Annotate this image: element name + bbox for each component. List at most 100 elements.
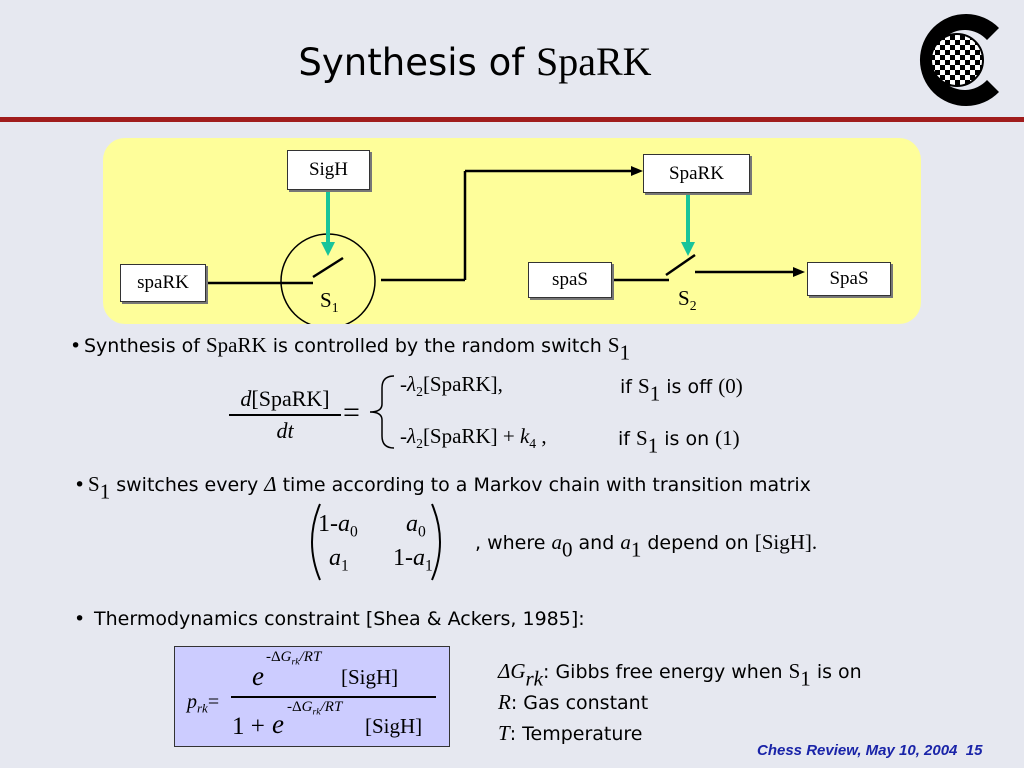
bullet-thermo: •Thermodynamics constraint [Shea & Acker… xyxy=(74,608,585,630)
matrix-cell-01: a0 xyxy=(406,511,426,541)
spark-protein-box: SpaRK xyxy=(643,154,750,193)
diagram-wiring xyxy=(204,166,805,324)
b2-s-sub: 1 xyxy=(99,479,111,504)
num-d: d xyxy=(240,386,252,411)
m01-v: a xyxy=(406,511,418,537)
matrix-where-clause: , where a0 and a1 depend on [SigH]. xyxy=(475,530,818,560)
c2-k: k xyxy=(519,424,530,448)
p-letter: p xyxy=(187,691,197,713)
bullet-dot: • xyxy=(70,335,82,357)
c2-minus: - xyxy=(400,424,407,448)
where-a: , where xyxy=(475,532,552,554)
where-sigh: [SigH]. xyxy=(754,530,818,554)
b1-s-sub: 1 xyxy=(619,340,631,365)
c2-sub: 2 xyxy=(416,435,423,451)
where-a0-sub: 0 xyxy=(561,537,573,562)
bullet-synthesis: •Synthesis of SpaRK is controlled by the… xyxy=(70,333,630,363)
m11-sub: 1 xyxy=(425,557,433,575)
page-title: Synthesis of SpaRK xyxy=(0,38,950,85)
b2-delta: Δ xyxy=(264,472,277,496)
rate-numerator: d[SpaRK] xyxy=(229,386,341,412)
m10-v: a xyxy=(329,545,341,571)
cond2-text: is on xyxy=(658,428,716,450)
bullet-dot: • xyxy=(74,608,86,630)
b1-name: SpaRK xyxy=(206,333,267,357)
bullet-markov: •S1 switches every Δ time according to a… xyxy=(74,472,811,502)
case-on: -λ2[SpaRK] + k4 , xyxy=(400,424,547,451)
condition-on: if S1 is on (1) xyxy=(618,426,740,456)
where-a1-sub: 1 xyxy=(630,537,642,562)
num-exp-sub: rk xyxy=(291,656,300,668)
num-exp-minus: -Δ xyxy=(266,649,281,665)
def-gas-constant: R: Gas constant xyxy=(498,687,862,718)
num-exp-g: G xyxy=(280,649,292,665)
d3-text: : Temperature xyxy=(509,723,643,745)
bullet-dot: • xyxy=(74,474,86,496)
symbol-definitions: ΔGrk: Gibbs free energy when S1 is on R:… xyxy=(498,656,862,749)
cond1-text: is off xyxy=(660,376,719,398)
cond2-if: if xyxy=(618,428,637,450)
d1-end: is on xyxy=(810,661,862,683)
spas-protein-box: SpaS xyxy=(807,262,891,296)
m10-sub: 1 xyxy=(341,557,349,575)
den-exp-g: G xyxy=(301,699,313,715)
switch-s1-label: S1 xyxy=(320,288,339,314)
d1-ssub: 1 xyxy=(800,666,811,691)
d3-sym: T xyxy=(498,721,510,745)
cond1-if: if xyxy=(620,376,639,398)
b2-text-a: switches every xyxy=(110,474,265,496)
m00-a: 1- xyxy=(318,511,338,537)
m00-v: a xyxy=(338,511,350,537)
def-gibbs: ΔGrk: Gibbs free energy when S1 is on xyxy=(498,656,862,691)
condition-off: if S1 is off (0) xyxy=(620,374,743,404)
b1-s: S xyxy=(607,333,620,357)
footer-text: Chess Review, May 10, 2004 xyxy=(757,742,958,759)
c1-rest: [SpaRK], xyxy=(422,372,503,396)
c2-comma: , xyxy=(536,424,547,448)
den-one: 1 + xyxy=(232,713,265,740)
d2-sym: R xyxy=(498,690,511,714)
cond1-val: (0) xyxy=(718,374,743,398)
piecewise-brace xyxy=(369,375,395,449)
where-a0: a xyxy=(551,530,562,554)
num-exp-rest: /RT xyxy=(299,649,322,665)
matrix-cell-10: a1 xyxy=(329,545,349,575)
d1-sub: rk xyxy=(525,666,544,691)
rate-denominator: dt xyxy=(276,418,294,443)
d2-text: : Gas constant xyxy=(510,692,649,714)
c1-sub: 2 xyxy=(416,383,423,399)
matrix-cell-00: 1-a0 xyxy=(318,511,358,541)
sigh-box: SigH xyxy=(287,150,370,190)
s2-letter: S xyxy=(678,286,690,310)
title-prefix: Synthesis of xyxy=(298,41,536,84)
c2-ksub: 4 xyxy=(529,435,537,451)
cond2-s: S xyxy=(636,426,648,450)
b2-text-b: time according to a Markov chain with tr… xyxy=(276,474,811,496)
slide-footer: Chess Review, May 10, 2004 15 xyxy=(757,742,982,759)
chess-logo-icon xyxy=(919,13,999,106)
where-b: depend on xyxy=(641,532,755,554)
m00-sub: 0 xyxy=(350,523,358,541)
c1-lambda: λ xyxy=(407,372,417,396)
m11-a: 1- xyxy=(393,545,413,571)
b2-s: S xyxy=(88,472,100,496)
c1-minus: - xyxy=(400,372,407,396)
num-sigh: [SigH] xyxy=(341,665,399,689)
cond1-s: S xyxy=(638,374,650,398)
fraction-bar xyxy=(229,414,341,416)
b1-text-a: Synthesis of xyxy=(84,335,206,357)
equals-sign: = xyxy=(343,396,360,429)
thermo-fraction-bar xyxy=(231,696,436,698)
num-e: e xyxy=(252,661,264,691)
den-exp-minus: -Δ xyxy=(287,699,302,715)
den-sigh: [SigH] xyxy=(365,714,423,738)
switch-s2-label: S2 xyxy=(678,286,697,312)
m01-sub: 0 xyxy=(418,523,426,541)
den-exp-rest: /RT xyxy=(320,699,343,715)
s1-letter: S xyxy=(320,288,332,312)
page-number: 15 xyxy=(965,742,983,759)
c2-lambda: λ xyxy=(407,424,417,448)
den-exponent: -ΔGrk/RT xyxy=(287,699,343,717)
def-temperature: T: Temperature xyxy=(498,718,862,749)
matrix-brackets xyxy=(311,503,441,581)
